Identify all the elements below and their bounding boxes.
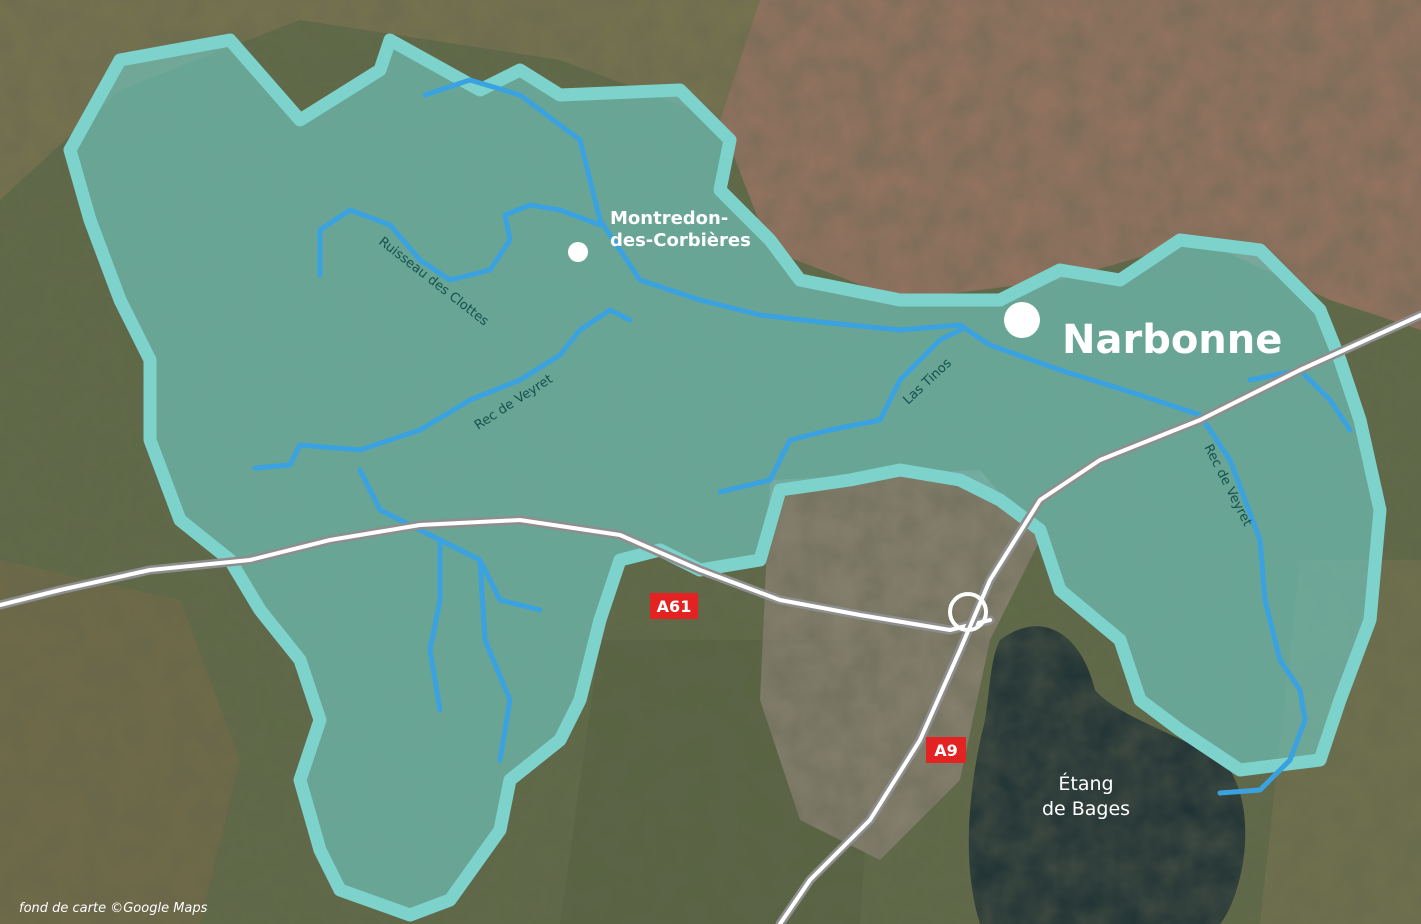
- montredon-label-line2: des-Corbières: [610, 230, 751, 251]
- highways: [0, 310, 1421, 924]
- lake-label-line1: Étang: [1058, 772, 1113, 795]
- rec-de-veyret-east: [1247, 367, 1353, 433]
- svg-text:A9: A9: [934, 741, 958, 760]
- a9-badge: A9: [926, 737, 966, 763]
- montredon-marker: [568, 242, 588, 262]
- ruisseau-des-clottes: [317, 202, 603, 283]
- las-tinos: [717, 327, 963, 495]
- interchange: [948, 592, 988, 632]
- a61-badge: A61: [650, 593, 698, 619]
- rec-de-veyret-west: [252, 307, 633, 471]
- map-credit: fond de carte ©Google Maps: [19, 901, 208, 916]
- svg-text:A61: A61: [657, 597, 692, 616]
- lake-label-line2: de Bages: [1042, 798, 1130, 820]
- narbonne-marker: [1004, 302, 1040, 338]
- watershed-area: [63, 33, 1387, 922]
- river-network: [252, 77, 1353, 796]
- tributary-southwest: [357, 467, 543, 763]
- montredon-label-line1: Montredon-: [610, 208, 728, 229]
- narbonne-label: Narbonne: [1062, 317, 1282, 363]
- main-river: [422, 77, 1308, 796]
